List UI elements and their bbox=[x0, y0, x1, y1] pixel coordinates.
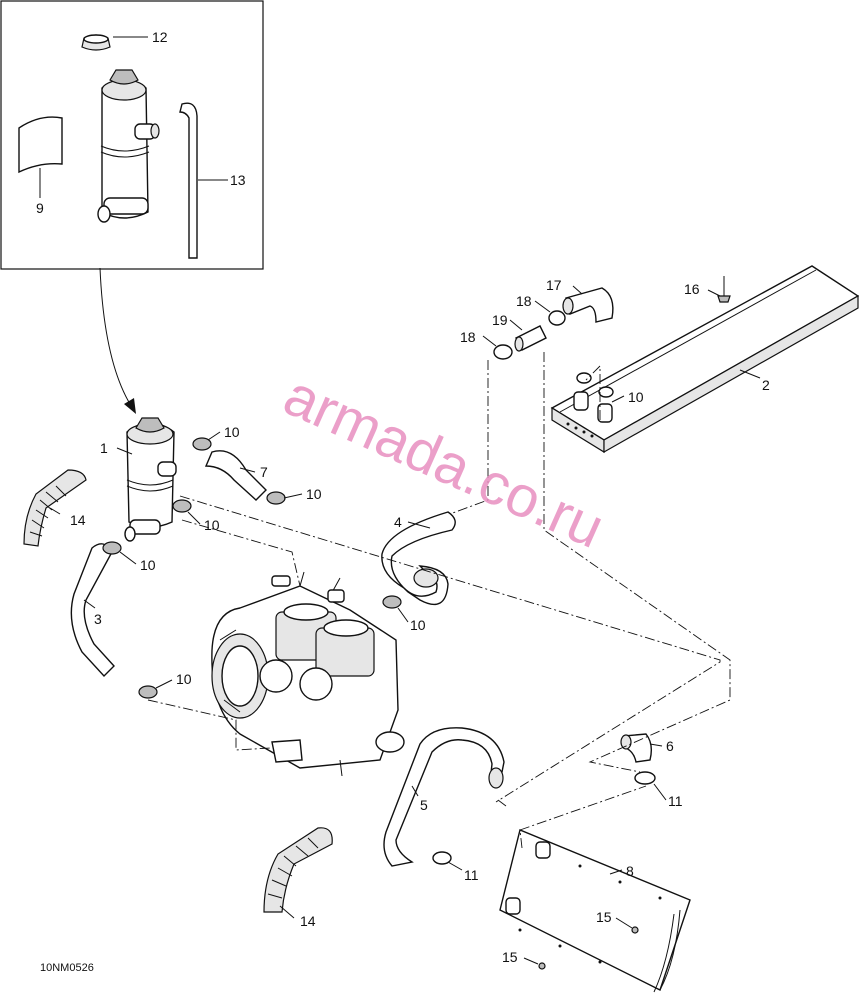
radiator-fitting-ring bbox=[576, 372, 592, 384]
radiator-fitting-1 bbox=[573, 391, 589, 411]
callout-2: 2 bbox=[762, 377, 770, 393]
callout-10-e: 10 bbox=[176, 671, 192, 687]
part-6-elbow[interactable] bbox=[620, 733, 653, 763]
drawing-reference: 10NM0526 bbox=[40, 962, 94, 974]
detail-arrowhead bbox=[124, 398, 136, 414]
callout-10-c: 10 bbox=[204, 517, 220, 533]
inset-coolant-reservoir bbox=[97, 69, 160, 223]
detail-arrow bbox=[99, 267, 131, 405]
callout-15-a: 15 bbox=[596, 909, 612, 925]
callout-6: 6 bbox=[666, 738, 674, 754]
callout-10-g: 10 bbox=[628, 389, 644, 405]
part-18-clamp-upper[interactable] bbox=[548, 310, 566, 326]
callout-10-d: 10 bbox=[140, 557, 156, 573]
radiator-fitting-2 bbox=[597, 403, 613, 423]
callout-1: 1 bbox=[100, 440, 108, 456]
part-4-hose[interactable] bbox=[381, 511, 456, 606]
callout-8: 8 bbox=[626, 863, 634, 879]
part-14-hose-upper[interactable] bbox=[23, 469, 87, 547]
callout-19: 19 bbox=[492, 312, 508, 328]
callout-labels: 12 13 9 1 2 3 4 5 6 7 8 11 11 14 14 15 1… bbox=[36, 29, 770, 965]
part-2-radiator[interactable] bbox=[550, 265, 859, 454]
part-11-oring-lower[interactable] bbox=[432, 851, 452, 865]
callout-10-a: 10 bbox=[224, 424, 240, 440]
part-17-elbow[interactable] bbox=[562, 287, 614, 323]
callout-11-b: 11 bbox=[464, 867, 479, 883]
part-13-vent-hose[interactable] bbox=[179, 102, 198, 259]
part-1-coolant-reservoir[interactable] bbox=[124, 417, 177, 542]
part-9-decal[interactable] bbox=[18, 116, 63, 174]
callout-12: 12 bbox=[152, 29, 168, 45]
part-5-hose[interactable] bbox=[383, 727, 505, 867]
callout-15-b: 15 bbox=[502, 949, 518, 965]
callout-11-a: 11 bbox=[668, 793, 683, 809]
callout-7: 7 bbox=[260, 464, 268, 480]
callout-5: 5 bbox=[420, 797, 428, 813]
radiator-fitting-ring-2 bbox=[598, 386, 614, 398]
part-3-hose[interactable] bbox=[70, 543, 115, 678]
part-15-screw-lower[interactable] bbox=[538, 962, 546, 970]
part-16-bolt[interactable] bbox=[717, 276, 731, 303]
callout-14-a: 14 bbox=[70, 512, 86, 528]
part-12-cap[interactable] bbox=[81, 34, 111, 51]
callout-10-f: 10 bbox=[410, 617, 426, 633]
part-15-screw-upper[interactable] bbox=[631, 926, 639, 934]
callout-14-b: 14 bbox=[300, 913, 316, 929]
detail-inset-frame bbox=[0, 0, 264, 270]
part-14-hose-lower[interactable] bbox=[263, 827, 333, 913]
part-11-oring-upper[interactable] bbox=[634, 771, 656, 785]
callout-16: 16 bbox=[684, 281, 700, 297]
part-19-adapter[interactable] bbox=[514, 325, 547, 352]
engine-block bbox=[211, 571, 405, 777]
callout-18-b: 18 bbox=[460, 329, 476, 345]
routing-lines bbox=[147, 352, 731, 849]
part-8-heat-exchanger[interactable] bbox=[499, 829, 691, 993]
callout-3: 3 bbox=[94, 611, 102, 627]
callout-10-b: 10 bbox=[306, 486, 322, 502]
part-18-clamp-lower[interactable] bbox=[493, 344, 513, 360]
callout-4: 4 bbox=[394, 514, 402, 530]
callout-18-a: 18 bbox=[516, 293, 532, 309]
callout-17: 17 bbox=[546, 277, 562, 293]
callout-9: 9 bbox=[36, 200, 44, 216]
callout-leaders bbox=[39, 36, 761, 965]
callout-13: 13 bbox=[230, 172, 246, 188]
part-7-hose[interactable] bbox=[204, 450, 267, 501]
